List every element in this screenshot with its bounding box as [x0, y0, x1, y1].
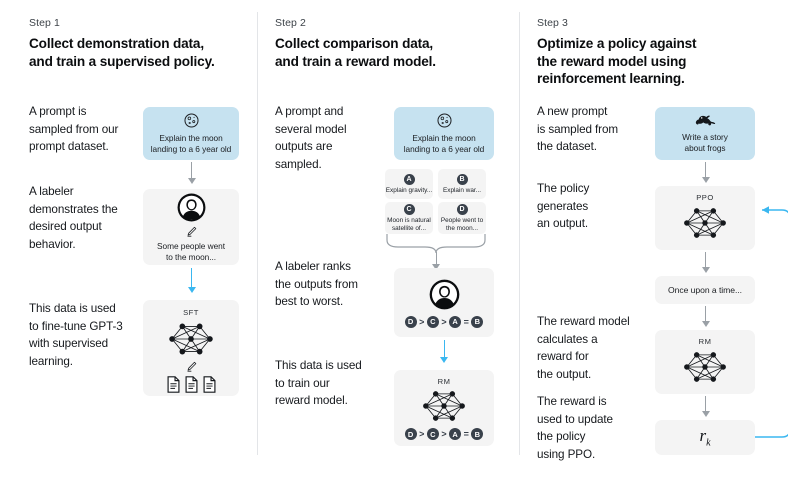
neural-network-icon [419, 387, 469, 425]
step-1-title: Collect demonstration data, and train a … [29, 35, 244, 70]
step-3-prompt-caption-line2: about frogs [684, 143, 726, 153]
option-card-c[interactable]: C Moon is natural satellite of... [385, 202, 433, 234]
step-2-prompt-caption-line2: landing to a 6 year old [403, 144, 485, 154]
step-3-prompt-box[interactable]: Write a story about frogs [655, 107, 755, 160]
step-3-rm-title: RM [698, 337, 712, 346]
step-3-prompt-caption-line1: Write a story [682, 132, 728, 142]
option-text-a: Explain gravity... [385, 186, 433, 194]
step-3-paragraph-2: The policy generates an output. [537, 182, 590, 231]
step-1-prompt-caption-line2: landing to a 6 year old [150, 144, 232, 154]
step-3-column: Step 3 Optimize a policy against the rew… [519, 0, 788, 479]
step-2-paragraph-1: A prompt and several model outputs are s… [275, 105, 347, 171]
step-3-reward-box[interactable]: rk [655, 420, 755, 455]
step-2-label: Step 2 [275, 17, 306, 29]
step-3-title: Optimize a policy against the reward mod… [537, 35, 769, 88]
rm-ranking-row: D > C > A = B [404, 428, 484, 440]
step-2-title-line1: Collect comparison data, [275, 36, 434, 51]
step-1-paragraph-3: This data is used to fine-tune GPT-3 wit… [29, 302, 123, 368]
column-divider-2 [519, 12, 520, 455]
labeler-avatar-icon [176, 192, 207, 223]
step-3-title-line3: reinforcement learning. [537, 71, 685, 86]
step-3-title-line2: the reward model using [537, 53, 687, 69]
document-icon [184, 376, 199, 393]
step-1-paragraph-1: A prompt is sampled from our prompt data… [29, 105, 119, 154]
rank-operator-2: > [441, 316, 447, 327]
step-1-labeler-box[interactable]: Some people went to the moon... [143, 189, 239, 265]
rank-chip-c: C [426, 315, 439, 328]
labeler-ranking-row: D > C > A = B [404, 315, 484, 328]
step-2-prompt-caption-line1: Explain the moon [412, 133, 476, 143]
option-card-a[interactable]: A Explain gravity... [385, 169, 433, 199]
document-icon [202, 376, 217, 393]
neural-network-icon [680, 348, 730, 386]
rm-rank-operator-2: > [441, 429, 447, 439]
frog-icon [695, 113, 716, 128]
step-1-labeler-caption-line1: Some people went [157, 240, 225, 251]
rm-rank-chip-a: A [449, 428, 462, 440]
option-letter-d: D [456, 203, 468, 215]
neural-network-icon [680, 204, 730, 242]
moon-icon [436, 112, 453, 129]
reward-symbol: rk [699, 426, 711, 449]
step-3-label: Step 3 [537, 17, 568, 29]
option-text-c: Moon is natural satellite of... [387, 216, 431, 232]
pencil-icon [185, 360, 198, 373]
step-2-title: Collect comparison data, and train a rew… [275, 35, 500, 70]
step-2-prompt-box[interactable]: Explain the moon landing to a 6 year old [394, 107, 494, 160]
step-3-ppo-title: PPO [696, 193, 714, 202]
option-card-b[interactable]: B Explain war... [438, 169, 486, 199]
step-3-paragraph-3: The reward model calculates a reward for… [537, 315, 630, 381]
option-letter-b: B [456, 173, 468, 185]
rm-rank-chip-b: B [471, 428, 484, 440]
option-letter-c: C [403, 203, 415, 215]
step-3-rm-box[interactable]: RM [655, 330, 755, 394]
step-1-sft-title: SFT [183, 308, 199, 317]
column-divider-1 [257, 12, 258, 455]
step-2-paragraph-2: A labeler ranks the outputs from best to… [275, 260, 358, 309]
rank-operator-1: > [419, 316, 425, 327]
step-2-rm-box[interactable]: RM D > C > A = [394, 370, 494, 446]
labeler-avatar-icon [428, 278, 461, 311]
rm-rank-operator-3: = [463, 429, 469, 439]
moon-icon [183, 112, 200, 129]
rank-chip-b: B [471, 315, 484, 328]
step-1-title-line2: and train a supervised policy. [29, 53, 215, 69]
step-1-prompt-box[interactable]: Explain the moon landing to a 6 year old [143, 107, 239, 160]
step-2-column: Step 2 Collect comparison data, and trai… [257, 0, 519, 479]
step-3-title-line1: Optimize a policy against [537, 36, 697, 51]
step-1-prompt-caption-line1: Explain the moon [159, 133, 223, 143]
option-text-b: Explain war... [442, 186, 481, 194]
feedback-loop-arrow [749, 196, 788, 441]
option-letter-a: A [403, 173, 415, 185]
step-1-labeler-caption-line2: to the moon... [165, 251, 217, 262]
rank-operator-3: = [463, 316, 469, 327]
step-1-title-line1: Collect demonstration data, [29, 36, 204, 51]
step-1-sft-box[interactable]: SFT [143, 300, 239, 396]
step-3-ppo-box[interactable]: PPO [655, 186, 755, 250]
rank-chip-d: D [404, 315, 417, 328]
step-3-paragraph-4: The reward is used to update the policy … [537, 395, 613, 461]
pencil-icon [185, 225, 198, 238]
document-icon [166, 376, 181, 393]
step-2-labeler-box[interactable]: D > C > A = B [394, 268, 494, 337]
step-1-column: Step 1 Collect demonstration data, and t… [0, 0, 257, 479]
step-1-label: Step 1 [29, 17, 60, 29]
step-2-paragraph-3: This data is used to train our reward mo… [275, 359, 362, 408]
option-text-d: People went to the moon... [440, 216, 484, 232]
step-3-output-text: Once upon a time... [667, 284, 743, 295]
rm-rank-operator-1: > [419, 429, 425, 439]
step-2-title-line2: and train a reward model. [275, 53, 436, 69]
option-card-d[interactable]: D People went to the moon... [438, 202, 486, 234]
neural-network-icon [165, 319, 217, 359]
step-2-rm-title: RM [437, 377, 451, 386]
step-3-paragraph-1: A new prompt is sampled from the dataset… [537, 105, 618, 154]
rm-rank-chip-c: C [426, 428, 439, 440]
rank-chip-a: A [449, 315, 462, 328]
rm-rank-chip-d: D [404, 428, 417, 440]
step-1-paragraph-2: A labeler demonstrates the desired outpu… [29, 185, 118, 251]
step-3-output-box[interactable]: Once upon a time... [655, 276, 755, 304]
step-1-document-group [166, 376, 217, 393]
merge-brace [385, 234, 487, 254]
